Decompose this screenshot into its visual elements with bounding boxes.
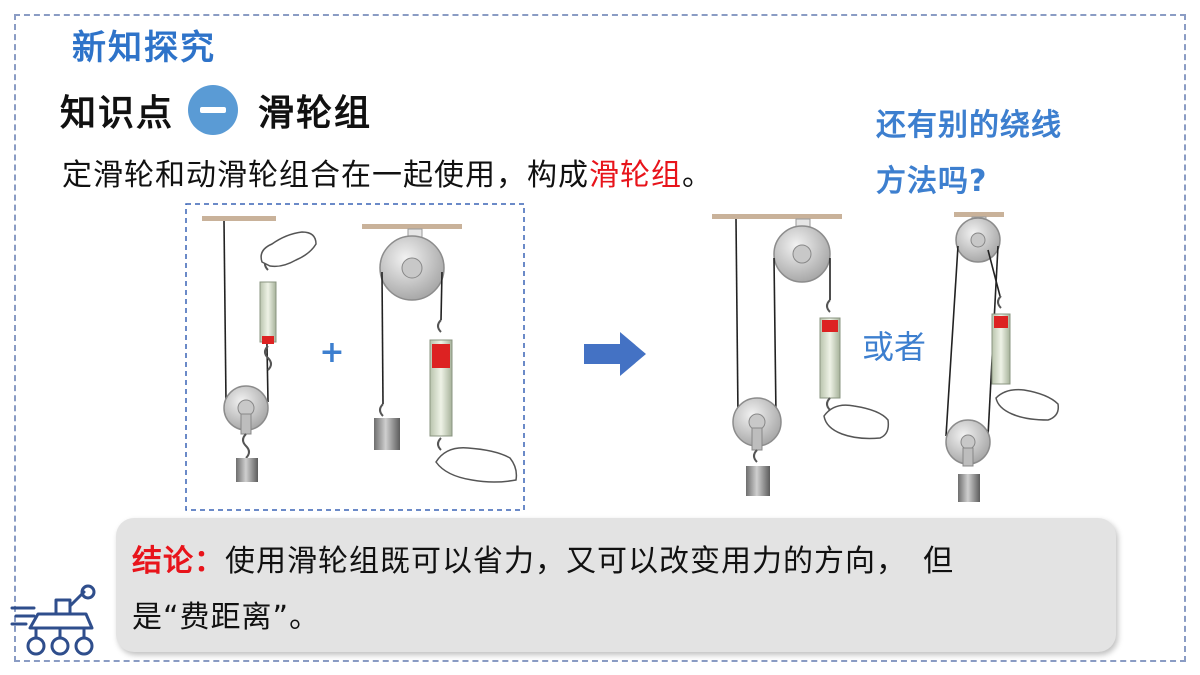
- knowledge-point-heading: 知识点 滑轮组: [60, 84, 372, 136]
- knowledge-point-topic: 滑轮组: [258, 93, 373, 134]
- conclusion-line-1: 结论：使用滑轮组既可以省力，又可以改变用力的方向， 但: [132, 534, 1088, 590]
- plus-sign: +: [319, 335, 344, 370]
- question-text: 还有别的绕线 方法吗?: [876, 98, 1062, 210]
- fixed-pulley-figure: [362, 224, 518, 483]
- knowledge-point-label: 知识点: [60, 93, 175, 134]
- pulley-block-figure-b: [945, 212, 1060, 502]
- slide-frame: [14, 14, 1186, 662]
- definition-highlight: 滑轮组: [589, 158, 682, 193]
- definition-prefix: 定滑轮和动滑轮组合在一起使用，构成: [62, 158, 589, 193]
- movable-pulley-box: [185, 203, 525, 511]
- conclusion-line-2: 是“费距离”。: [132, 600, 321, 635]
- pulley-block-figure-a: [712, 214, 890, 496]
- result-arrow-icon: [584, 332, 646, 376]
- question-line-2: 方法吗?: [876, 164, 988, 199]
- minus-number-icon: [188, 85, 239, 135]
- section-title: 新知探究: [72, 28, 216, 68]
- rover-icon: [10, 584, 96, 656]
- question-line-1: 还有别的绕线: [876, 108, 1062, 143]
- or-label: 或者: [862, 328, 926, 366]
- conclusion-label: 结论：: [132, 544, 225, 579]
- definition-suffix: 。: [682, 158, 713, 193]
- movable-pulley-figure: [202, 216, 317, 482]
- conclusion-box: 结论：使用滑轮组既可以省力，又可以改变用力的方向， 但 是“费距离”。: [116, 518, 1116, 652]
- conclusion-text-1: 使用滑轮组既可以省力，又可以改变用力的方向， 但: [225, 544, 954, 579]
- definition-text: 定滑轮和动滑轮组合在一起使用，构成滑轮组。: [62, 150, 713, 194]
